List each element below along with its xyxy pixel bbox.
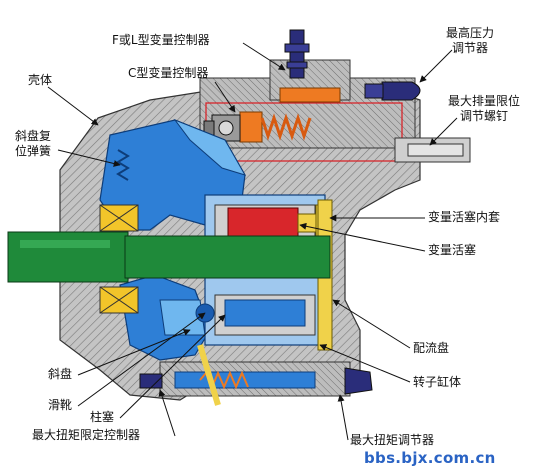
swashplate-spring [116,149,130,181]
label-slipper: 滑靴 [48,398,73,412]
label-max-torque-regulator: 最大扭矩调节器 [350,433,435,447]
label-valve-plate: 配流盘 [413,341,450,355]
label-c-controller: C型变量控制器 [128,66,209,80]
front-bearing [99,204,139,314]
label-swashplate: 斜盘 [48,367,73,381]
label-max-torque-limit-controller: 最大扭矩限定控制器 [32,428,141,442]
label-max-displacement-screw: 最大排量限位 调节螺钉 [448,94,521,123]
label-housing: 壳体 [28,73,53,87]
controller-spring [239,87,341,143]
label-f-l-controller: F或L型变量控制器 [112,33,210,47]
leader-lines [47,42,458,441]
label-swashplate-spring: 斜盘复 位弹簧 [15,129,52,158]
pressure-cap [381,81,421,101]
label-max-pressure-regulator: 最高压力 调节器 [446,26,495,55]
label-rotor-cylinder: 转子缸体 [413,375,462,389]
max-pressure-bolt [289,29,305,79]
watermark: bbs.bjx.com.cn [361,449,499,467]
label-plunger: 柱塞 [90,410,115,424]
drive-shaft [7,231,331,283]
label-variable-piston: 变量活塞 [428,243,477,257]
swash-link [197,344,221,406]
torque-regulator-drawing [139,361,373,397]
label-piston-sleeve: 变量活塞内套 [428,210,501,224]
